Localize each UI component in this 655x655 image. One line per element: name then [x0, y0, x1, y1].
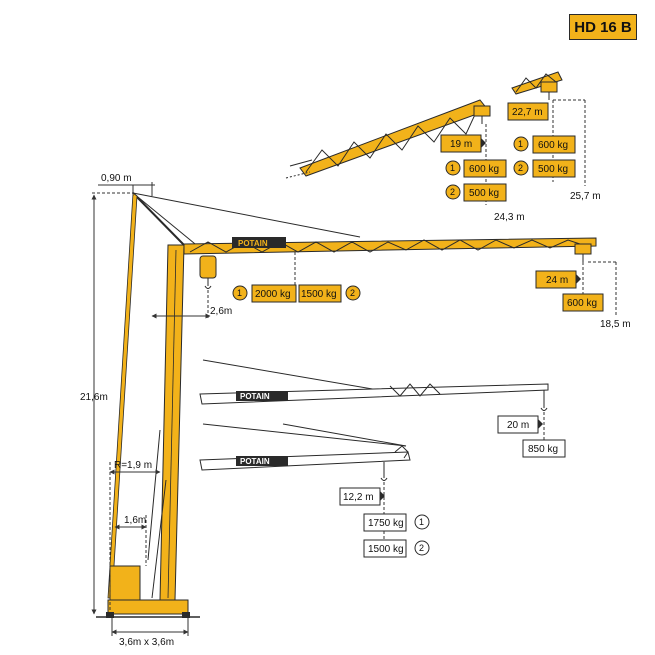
- raised-mid-marker2: 2: [450, 187, 455, 197]
- raised-mid-loads: 19 m 1 600 kg 2 500 kg: [440, 134, 507, 202]
- folded2-load1: 1750 kg: [368, 518, 404, 529]
- near-marker2: 2: [350, 288, 355, 298]
- trolley-icon: [473, 105, 491, 117]
- folded2-reach: 12,2 m: [343, 492, 374, 503]
- folded1-reach: 20 m: [507, 420, 529, 431]
- near-marker1: 1: [237, 288, 242, 298]
- folded-jib-2: POTAIN 12,2 m 1750 kg 1 1500 kg 2: [199, 423, 430, 558]
- brand-label-folded1: POTAIN: [240, 392, 270, 401]
- raised-mid-load1: 600 kg: [469, 164, 499, 175]
- raised-tip-loads: 22,7 m 1 600 kg 2 500 kg: [507, 102, 576, 178]
- height-main-tip: 18,5 m: [600, 319, 631, 330]
- folded2-marker2: 2: [419, 543, 424, 553]
- main-tip-reach: 24 m: [546, 275, 568, 286]
- base-chassis: [107, 599, 189, 615]
- brand-label-main: POTAIN: [238, 239, 268, 248]
- potain-logo: [236, 391, 288, 401]
- base-label: 3,6m x 3,6m: [119, 637, 174, 648]
- main-jib-dimensions: 18,5 m 2,6m 1 2000 kg 1500 kg 2 24 m 600…: [151, 252, 631, 330]
- hook-offset-label: 2,6m: [210, 306, 232, 317]
- raised-mid-marker1: 1: [450, 163, 455, 173]
- trolley-icon: [540, 81, 558, 93]
- raised-mid-load2: 500 kg: [469, 188, 499, 199]
- crane-mast: [96, 192, 361, 618]
- brand-label-folded2: POTAIN: [240, 457, 270, 466]
- main-jib: POTAIN: [183, 237, 597, 289]
- model-badge: HD 16 B: [569, 14, 637, 40]
- height-raised-mid: 24,3 m: [494, 212, 525, 223]
- potain-logo: [236, 456, 288, 466]
- raised-jib: [285, 71, 563, 179]
- folded-jib-1: POTAIN 20 m 850 kg: [199, 359, 566, 458]
- near-load1: 2000 kg: [255, 289, 291, 300]
- raised-tip-marker1: 1: [518, 139, 523, 149]
- ballast-width-label: 1,6m: [124, 515, 146, 526]
- radius-label: R=1,9 m: [114, 460, 152, 471]
- raised-tip-marker2: 2: [518, 163, 523, 173]
- top-offset-label: 0,90 m: [101, 173, 132, 184]
- raised-tip-load1: 600 kg: [538, 140, 568, 151]
- main-tip-load: 600 kg: [567, 298, 597, 309]
- height-raised-tip: 25,7 m: [570, 191, 601, 202]
- folded2-load2: 1500 kg: [368, 544, 404, 555]
- tower-dimensions: 0,90 m 21,6m R=1,9 m 1,6m 3,6m x 3,6m: [80, 173, 189, 648]
- raised-tip-load2: 500 kg: [538, 164, 568, 175]
- folded1-load: 850 kg: [528, 444, 558, 455]
- folded2-marker1: 1: [419, 517, 424, 527]
- raised-mid-reach: 19 m: [450, 139, 472, 150]
- hook-block-icon: [199, 255, 217, 279]
- potain-logo: [232, 237, 286, 248]
- near-load2: 1500 kg: [301, 289, 337, 300]
- height-label: 21,6m: [80, 392, 108, 403]
- trolley-icon: [574, 243, 592, 255]
- raised-tip-reach: 22,7 m: [512, 107, 543, 118]
